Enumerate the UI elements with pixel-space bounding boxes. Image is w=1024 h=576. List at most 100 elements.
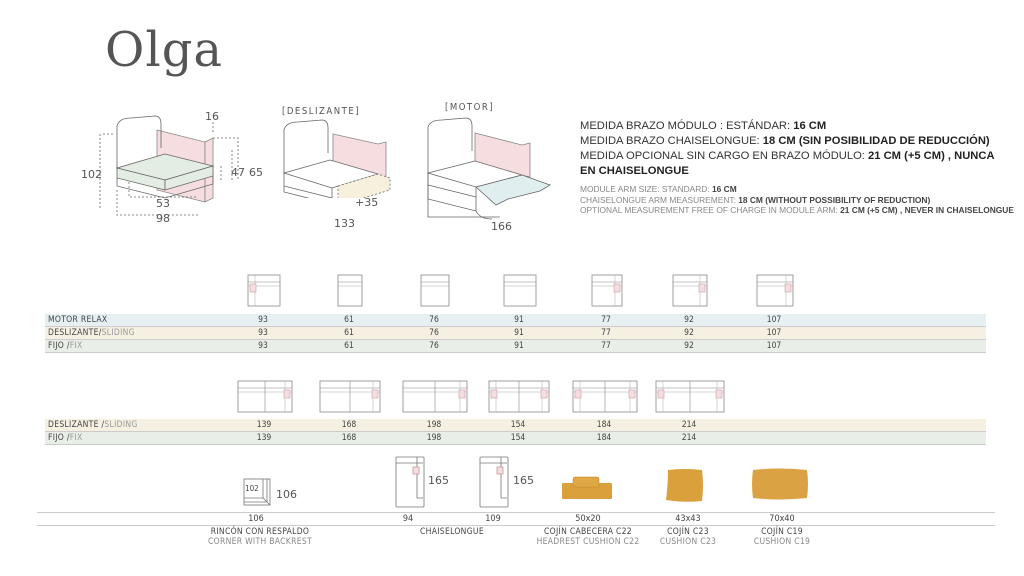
row-value: 91 (514, 328, 524, 338)
row-value: 154 (510, 420, 526, 430)
chaiselongue-right-icon (479, 456, 509, 508)
module-icon-7 (756, 274, 794, 307)
sliding-label: [DESLIZANTE] (282, 106, 361, 117)
row-value: 107 (766, 328, 782, 338)
row-value: 214 (681, 433, 697, 443)
spec-en-2: CHAISELONGUE ARM MEASUREMENT: 18 CM (WIT… (580, 194, 931, 205)
table-row: FIJO /FIX 93 61 76 91 77 92 107 (45, 340, 986, 353)
chaise-width-1: 94 (402, 514, 414, 524)
height-dimension: 102 (81, 168, 102, 181)
double-module-icon-5 (572, 380, 638, 413)
depth-dimension: 98 (156, 212, 170, 225)
corner-inner-dim: 102 (245, 484, 259, 493)
row-value: 154 (510, 433, 526, 443)
headrest-cushion-image (562, 476, 612, 499)
row-label: MOTOR RELAX (48, 315, 108, 325)
row-value: 92 (684, 315, 694, 325)
row-value: 92 (684, 328, 694, 338)
double-module-icon-2 (319, 380, 381, 413)
double-module-icon-1 (237, 380, 293, 413)
row-label: FIJO /FIX (48, 341, 83, 351)
cushion-size-c23: 43x43 (675, 514, 701, 524)
corner-side-dim: 106 (276, 488, 297, 501)
row-value: 76 (429, 341, 439, 351)
divider-bottom (37, 525, 995, 526)
cushion-c19-image (752, 468, 808, 500)
cushion-size-c19: 70x40 (769, 514, 795, 524)
row-value: 168 (341, 420, 357, 430)
spec-es-3: MEDIDA OPCIONAL SIN CARGO EN BRAZO MÓDUL… (580, 150, 995, 177)
row-value: 76 (429, 328, 439, 338)
arm-dimension: 16 (205, 110, 219, 123)
row-value: 93 (258, 328, 268, 338)
chaise-caption: CHAISELONGUE (420, 527, 484, 537)
spec-es-2: MEDIDA BRAZO CHAISELONGUE: 18 CM (SIN PO… (580, 135, 990, 147)
cushion-size-c22: 50x20 (575, 514, 601, 524)
arm-height-dimension: 65 (249, 166, 263, 179)
row-value: 139 (256, 420, 272, 430)
double-module-icon-6 (655, 380, 725, 413)
row-value: 61 (344, 315, 354, 325)
module-icon-2 (337, 274, 363, 307)
row-value: 92 (684, 341, 694, 351)
motor-module-diagram (426, 117, 551, 220)
motor-label: [MOTOR] (445, 102, 495, 113)
divider-top (37, 512, 995, 513)
row-value: 168 (341, 433, 357, 443)
row-value: 91 (514, 341, 524, 351)
row-value: 61 (344, 328, 354, 338)
sliding-extension: +35 (355, 196, 379, 209)
row-value: 77 (601, 328, 611, 338)
seat-depth-dimension: 53 (156, 197, 170, 210)
arm-specs: MEDIDA BRAZO MÓDULO : ESTÁNDAR: 16 CM ME… (580, 119, 1020, 216)
row-value: 93 (258, 315, 268, 325)
cushion-c23-image (666, 469, 703, 502)
row-value: 198 (426, 420, 442, 430)
chaise-length-1: 165 (428, 474, 449, 487)
spec-en-3: OPTIONAL MEASUREMENT FREE OF CHARGE IN M… (580, 205, 1014, 215)
table-row: DESLIZANTE/SLIDING 93 61 76 91 77 92 107 (45, 327, 986, 340)
module-icon-6 (672, 274, 708, 307)
corner-width: 106 (248, 514, 264, 524)
row-value: 184 (596, 420, 612, 430)
module-icon-1 (247, 274, 281, 307)
module-icon-5 (591, 274, 623, 307)
row-value: 139 (256, 433, 272, 443)
row-value: 93 (258, 341, 268, 351)
row-value: 61 (344, 341, 354, 351)
sliding-module-diagram (282, 119, 391, 198)
double-module-icon-3 (402, 380, 468, 413)
table-row: MOTOR RELAX 93 61 76 91 77 92 107 (45, 314, 986, 327)
row-value: 77 (601, 341, 611, 351)
module-icon-4 (503, 274, 537, 307)
table-row: FIJO /FIX 139 168 198 154 184 214 (45, 432, 986, 445)
sliding-depth: 133 (334, 217, 355, 230)
spec-es-1: MEDIDA BRAZO MÓDULO : ESTÁNDAR: 16 CM (580, 120, 827, 132)
double-module-icon-4 (488, 380, 550, 413)
table-row: DESLIZANTE /SLIDING 139 168 198 154 184 214 (45, 419, 986, 432)
motor-depth: 166 (491, 220, 512, 233)
row-value: 107 (766, 341, 782, 351)
chaise-length-2: 165 (513, 474, 534, 487)
chaiselongue-left-icon (395, 456, 425, 508)
page-title: Olga (105, 22, 224, 78)
module-icon-3 (420, 274, 450, 307)
row-label: FIJO /FIX (48, 433, 83, 443)
standard-module-diagram (99, 115, 239, 216)
row-value: 107 (766, 315, 782, 325)
row-value: 91 (514, 315, 524, 325)
seat-height-dimension: 47 (231, 166, 245, 179)
row-value: 76 (429, 315, 439, 325)
corner-module-icon (243, 478, 271, 506)
row-label: DESLIZANTE/SLIDING (48, 328, 135, 338)
row-value: 77 (601, 315, 611, 325)
row-value: 184 (596, 433, 612, 443)
chaise-width-2: 109 (485, 514, 501, 524)
row-label: DESLIZANTE /SLIDING (48, 420, 138, 430)
row-value: 214 (681, 420, 697, 430)
row-value: 198 (426, 433, 442, 443)
